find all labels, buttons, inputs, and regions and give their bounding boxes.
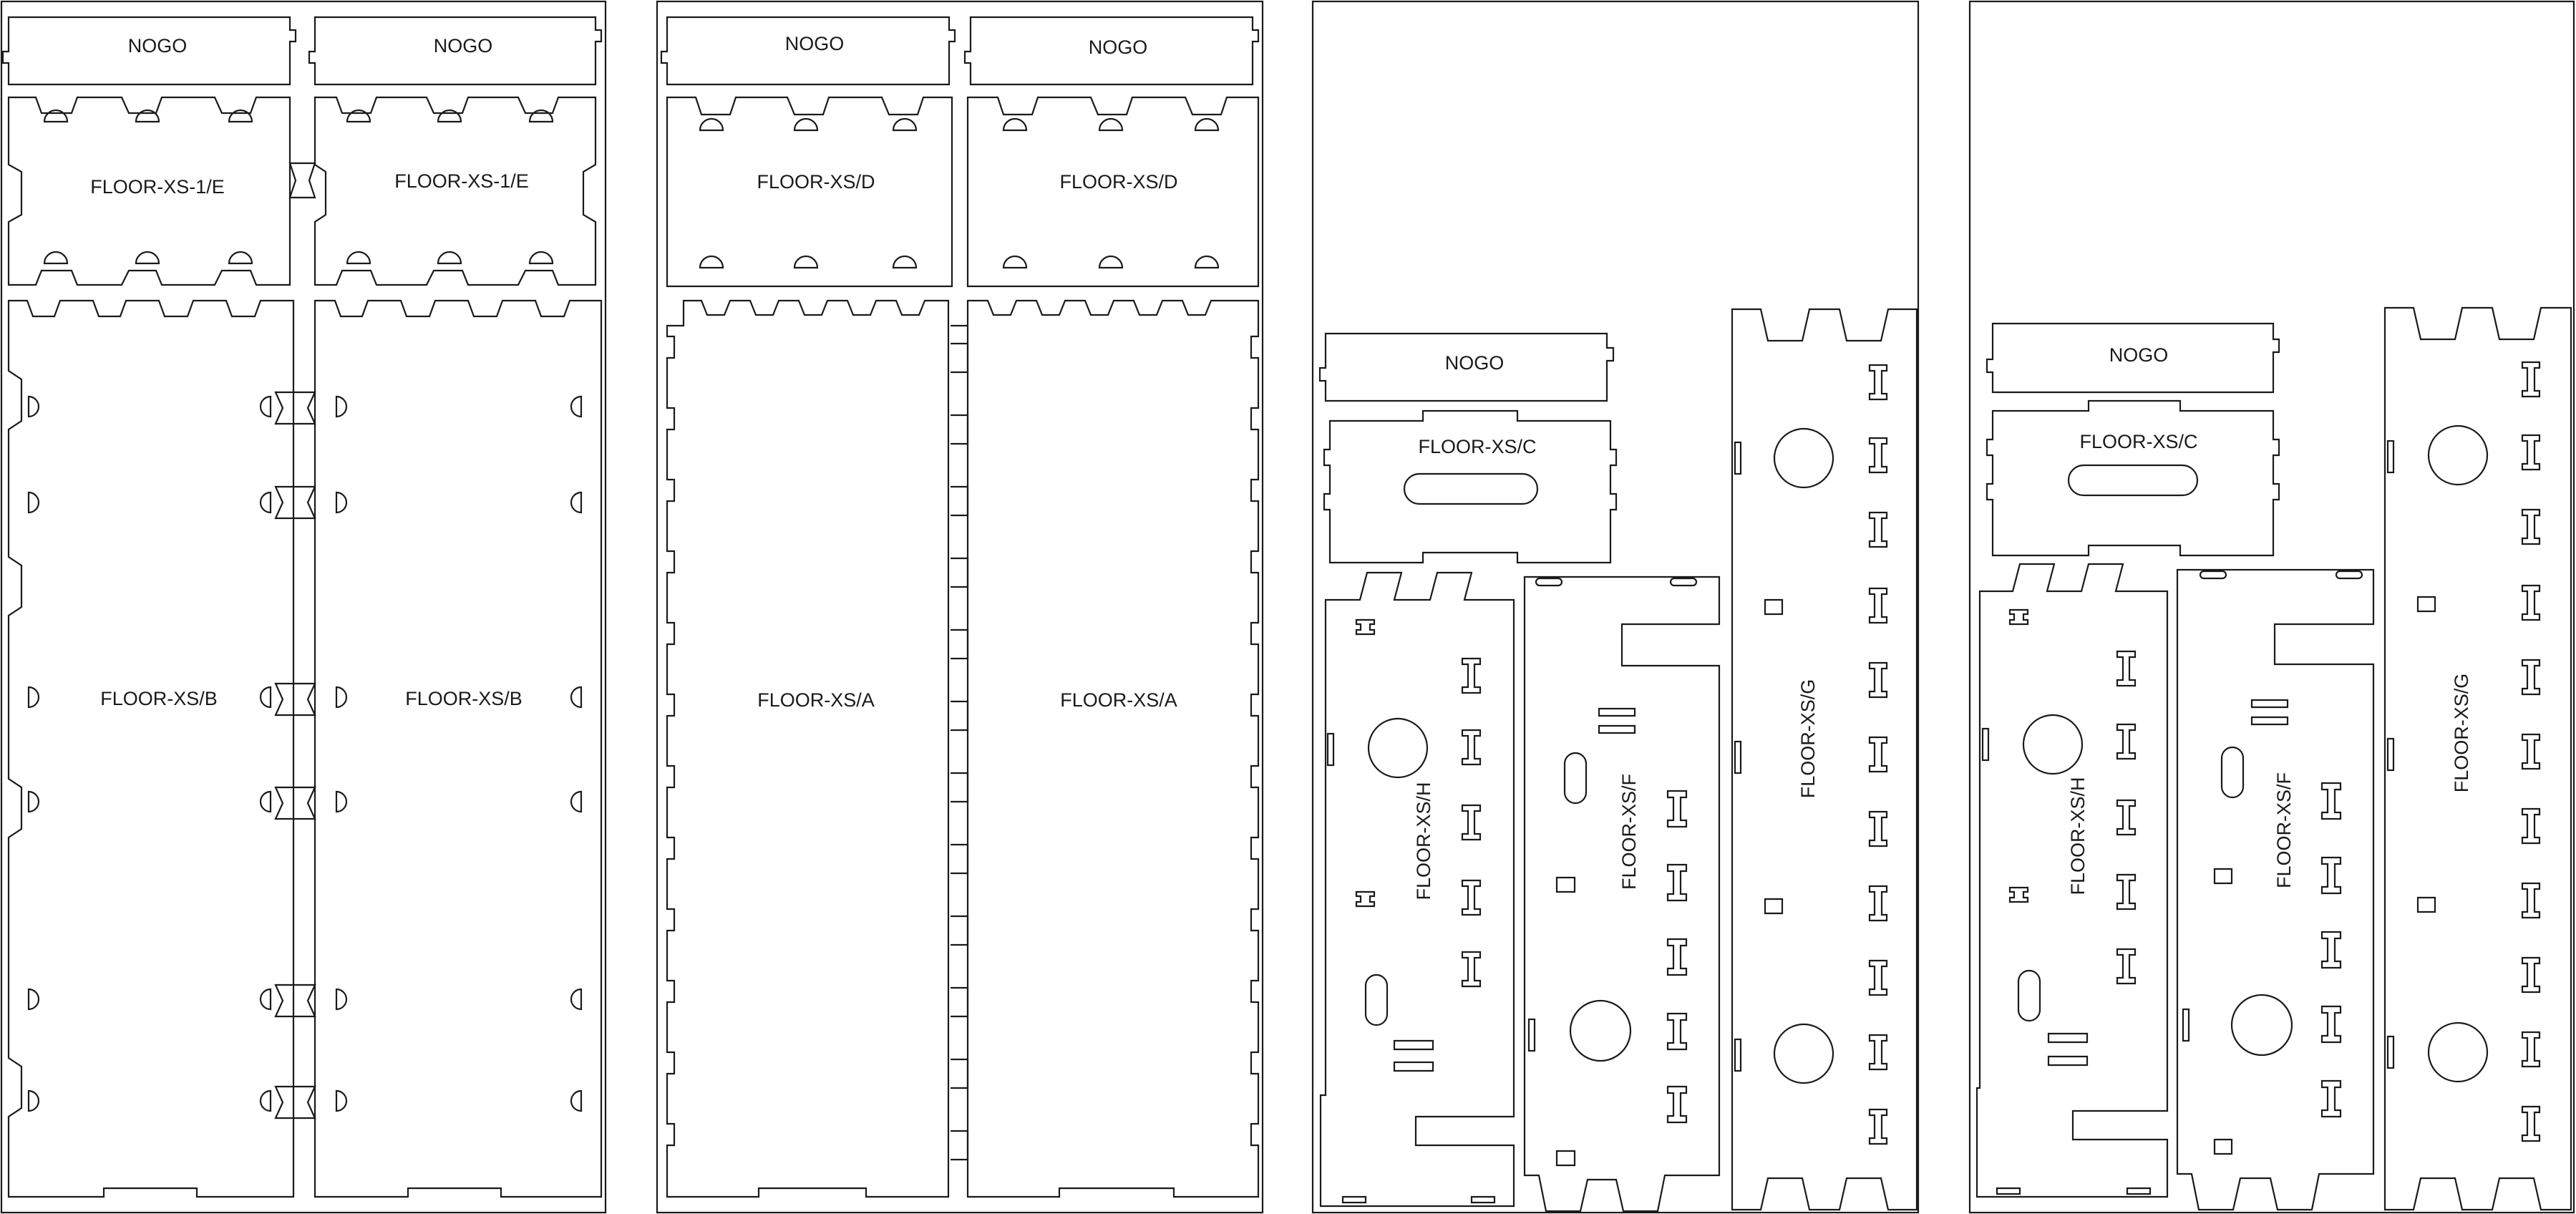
part-label: FLOOR-XS/C: [1418, 436, 1536, 457]
seam-connectors: [274, 391, 316, 1120]
part-nogo-4: NOGO: [1986, 322, 2280, 394]
part-label: NOGO: [785, 33, 845, 54]
part-label: FLOOR-XS/F: [1618, 774, 1640, 890]
part-label: FLOOR-XS-1/E: [394, 170, 529, 192]
part-floor-xs-b-1b: FLOOR-XS/B: [314, 299, 603, 1198]
part-label: FLOOR-XS/H: [1413, 782, 1434, 900]
part-nogo-1b: NOGO: [308, 16, 603, 86]
part-label: FLOOR-XS/B: [100, 688, 218, 709]
sheet-4: NOGO FLOOR-XS/C FLOOR-XS/H: [1968, 0, 2575, 1214]
part-nogo-2b: NOGO: [963, 16, 1260, 86]
sheet-1-border: [0, 0, 607, 1214]
part-nogo-3: NOGO: [1318, 332, 1615, 402]
part-label: FLOOR-XS/A: [1060, 689, 1177, 711]
sheet-3: NOGO FLOOR-XS/C FLOOR-XS/H: [1311, 0, 1920, 1214]
sheet-4-border: [1968, 0, 2575, 1214]
part-label: NOGO: [1089, 37, 1148, 58]
part-label: FLOOR-XS/H: [2067, 777, 2089, 895]
part-label: FLOOR-XS/F: [2273, 772, 2295, 888]
sheet-3-border: [1311, 0, 1920, 1214]
seam-connector-top: [288, 162, 316, 199]
part-label: FLOOR-XS/A: [757, 689, 875, 711]
part-floor-xs-1-e-1a: FLOOR-XS-1/E: [7, 96, 291, 286]
part-label: FLOOR-XS/G: [2451, 674, 2472, 793]
part-label: NOGO: [434, 35, 493, 57]
part-floor-xs-g-3: FLOOR-XS/G: [1731, 308, 1918, 1211]
part-label: FLOOR-XS-1/E: [90, 176, 225, 198]
part-floor-xs-h-4: FLOOR-XS/H: [1975, 563, 2169, 1198]
part-label: NOGO: [2109, 344, 2169, 366]
sheet-1: NOGO NOGO FLOOR-XS-1/E FLOOR-XS-1/E FLOO…: [0, 0, 607, 1214]
part-floor-xs-d-2a: FLOOR-XS/D: [666, 96, 953, 288]
part-floor-xs-h-3: FLOOR-XS/H: [1319, 571, 1515, 1208]
part-label: NOGO: [1445, 352, 1505, 374]
part-floor-xs-d-2b: FLOOR-XS/D: [966, 96, 1260, 288]
part-floor-xs-a-2a: FLOOR-XS/A: [666, 299, 950, 1198]
seam-castellation: [951, 324, 969, 1161]
part-nogo-1a: NOGO: [1, 16, 297, 86]
sheet-2-border: [656, 0, 1264, 1214]
part-label: FLOOR-XS/C: [2079, 431, 2197, 452]
part-label: NOGO: [128, 35, 188, 57]
part-floor-xs-1-e-1b: FLOOR-XS-1/E: [314, 96, 597, 286]
part-floor-xs-b-1a: FLOOR-XS/B: [7, 299, 295, 1198]
part-floor-xs-f-4: FLOOR-XS/F: [2176, 568, 2375, 1211]
part-floor-xs-c-4: FLOOR-XS/C: [1986, 399, 2280, 557]
part-label: FLOOR-XS/G: [1797, 679, 1819, 799]
part-label: FLOOR-XS/B: [405, 688, 523, 709]
part-nogo-2a: NOGO: [660, 16, 956, 86]
part-floor-xs-f-3: FLOOR-XS/F: [1523, 576, 1721, 1213]
part-floor-xs-c-3: FLOOR-XS/C: [1323, 409, 1618, 564]
part-label: FLOOR-XS/D: [757, 171, 875, 193]
part-floor-xs-a-2b: FLOOR-XS/A: [966, 299, 1260, 1198]
sheet-2: NOGO NOGO FLOOR-XS/D FLOOR-XS/D FLOOR-XS…: [656, 0, 1264, 1214]
part-label: FLOOR-XS/D: [1059, 171, 1177, 193]
part-floor-xs-g-4: FLOOR-XS/G: [2383, 306, 2572, 1211]
